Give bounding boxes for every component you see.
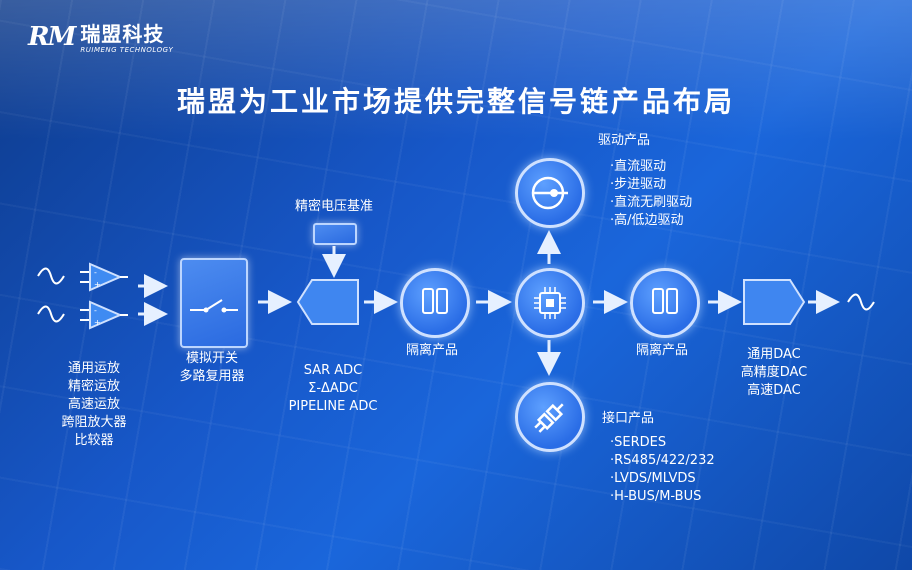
- isolation-right-label: 隔离产品: [635, 343, 688, 358]
- interface-list: ·SERDES ·RS485/422/232 ·LVDS/MLVDS ·H-BU…: [610, 435, 715, 504]
- background-glow: [0, 0, 912, 140]
- isolation-block-right: [630, 268, 700, 338]
- logo-name-en: RUIMENG TECHNOLOGY: [80, 46, 174, 54]
- op-amp-icon: - +: [80, 300, 128, 330]
- plug-icon: [534, 403, 564, 433]
- sine-input-icon: [37, 267, 65, 285]
- mcu-block: [515, 268, 585, 338]
- vref-block: [313, 223, 357, 245]
- driver-block: [515, 158, 585, 228]
- isolation-left-label: 隔离产品: [405, 343, 458, 358]
- motor-icon: [531, 176, 568, 210]
- adc-block: [296, 279, 359, 325]
- switch-label: 模拟开关 多路复用器: [179, 351, 245, 384]
- interface-title: 接口产品: [602, 411, 655, 426]
- sine-input-icon: [37, 305, 65, 323]
- logo-mark: RM: [28, 22, 76, 52]
- driver-list: ·直流驱动 ·步进驱动 ·直流无刷驱动 ·高/低边驱动: [610, 159, 693, 228]
- page-title: 瑞盟为工业市场提供完整信号链产品布局: [176, 85, 735, 118]
- isolation-block-left: [400, 268, 470, 338]
- analog-switch-block: [180, 258, 248, 348]
- dac-block: [743, 279, 806, 325]
- sine-output-icon: [847, 293, 875, 311]
- driver-title: 驱动产品: [598, 133, 651, 148]
- brand-logo: RM 瑞盟科技 RUIMENG TECHNOLOGY: [28, 22, 173, 55]
- isolator-icon: [652, 288, 678, 314]
- dac-label: 通用DAC 高精度DAC 高速DAC: [740, 347, 808, 398]
- svg-text:+: +: [94, 318, 101, 327]
- logo-name-cn: 瑞盟科技: [80, 22, 165, 46]
- interface-block: [515, 382, 585, 452]
- svg-text:+: +: [94, 280, 101, 289]
- svg-text:-: -: [94, 268, 97, 277]
- svg-text:-: -: [94, 306, 97, 315]
- op-amp-icon: - +: [80, 262, 128, 292]
- vref-label: 精密电压基准: [294, 199, 373, 214]
- isolator-icon: [422, 288, 448, 314]
- amplifier-label: 通用运放 精密运放 高速运放 跨阻放大器 比较器: [61, 361, 127, 448]
- switch-icon: [190, 299, 238, 313]
- adc-label: SAR ADC Σ-ΔADC PIPELINE ADC: [288, 363, 378, 414]
- chip-icon: [534, 287, 566, 319]
